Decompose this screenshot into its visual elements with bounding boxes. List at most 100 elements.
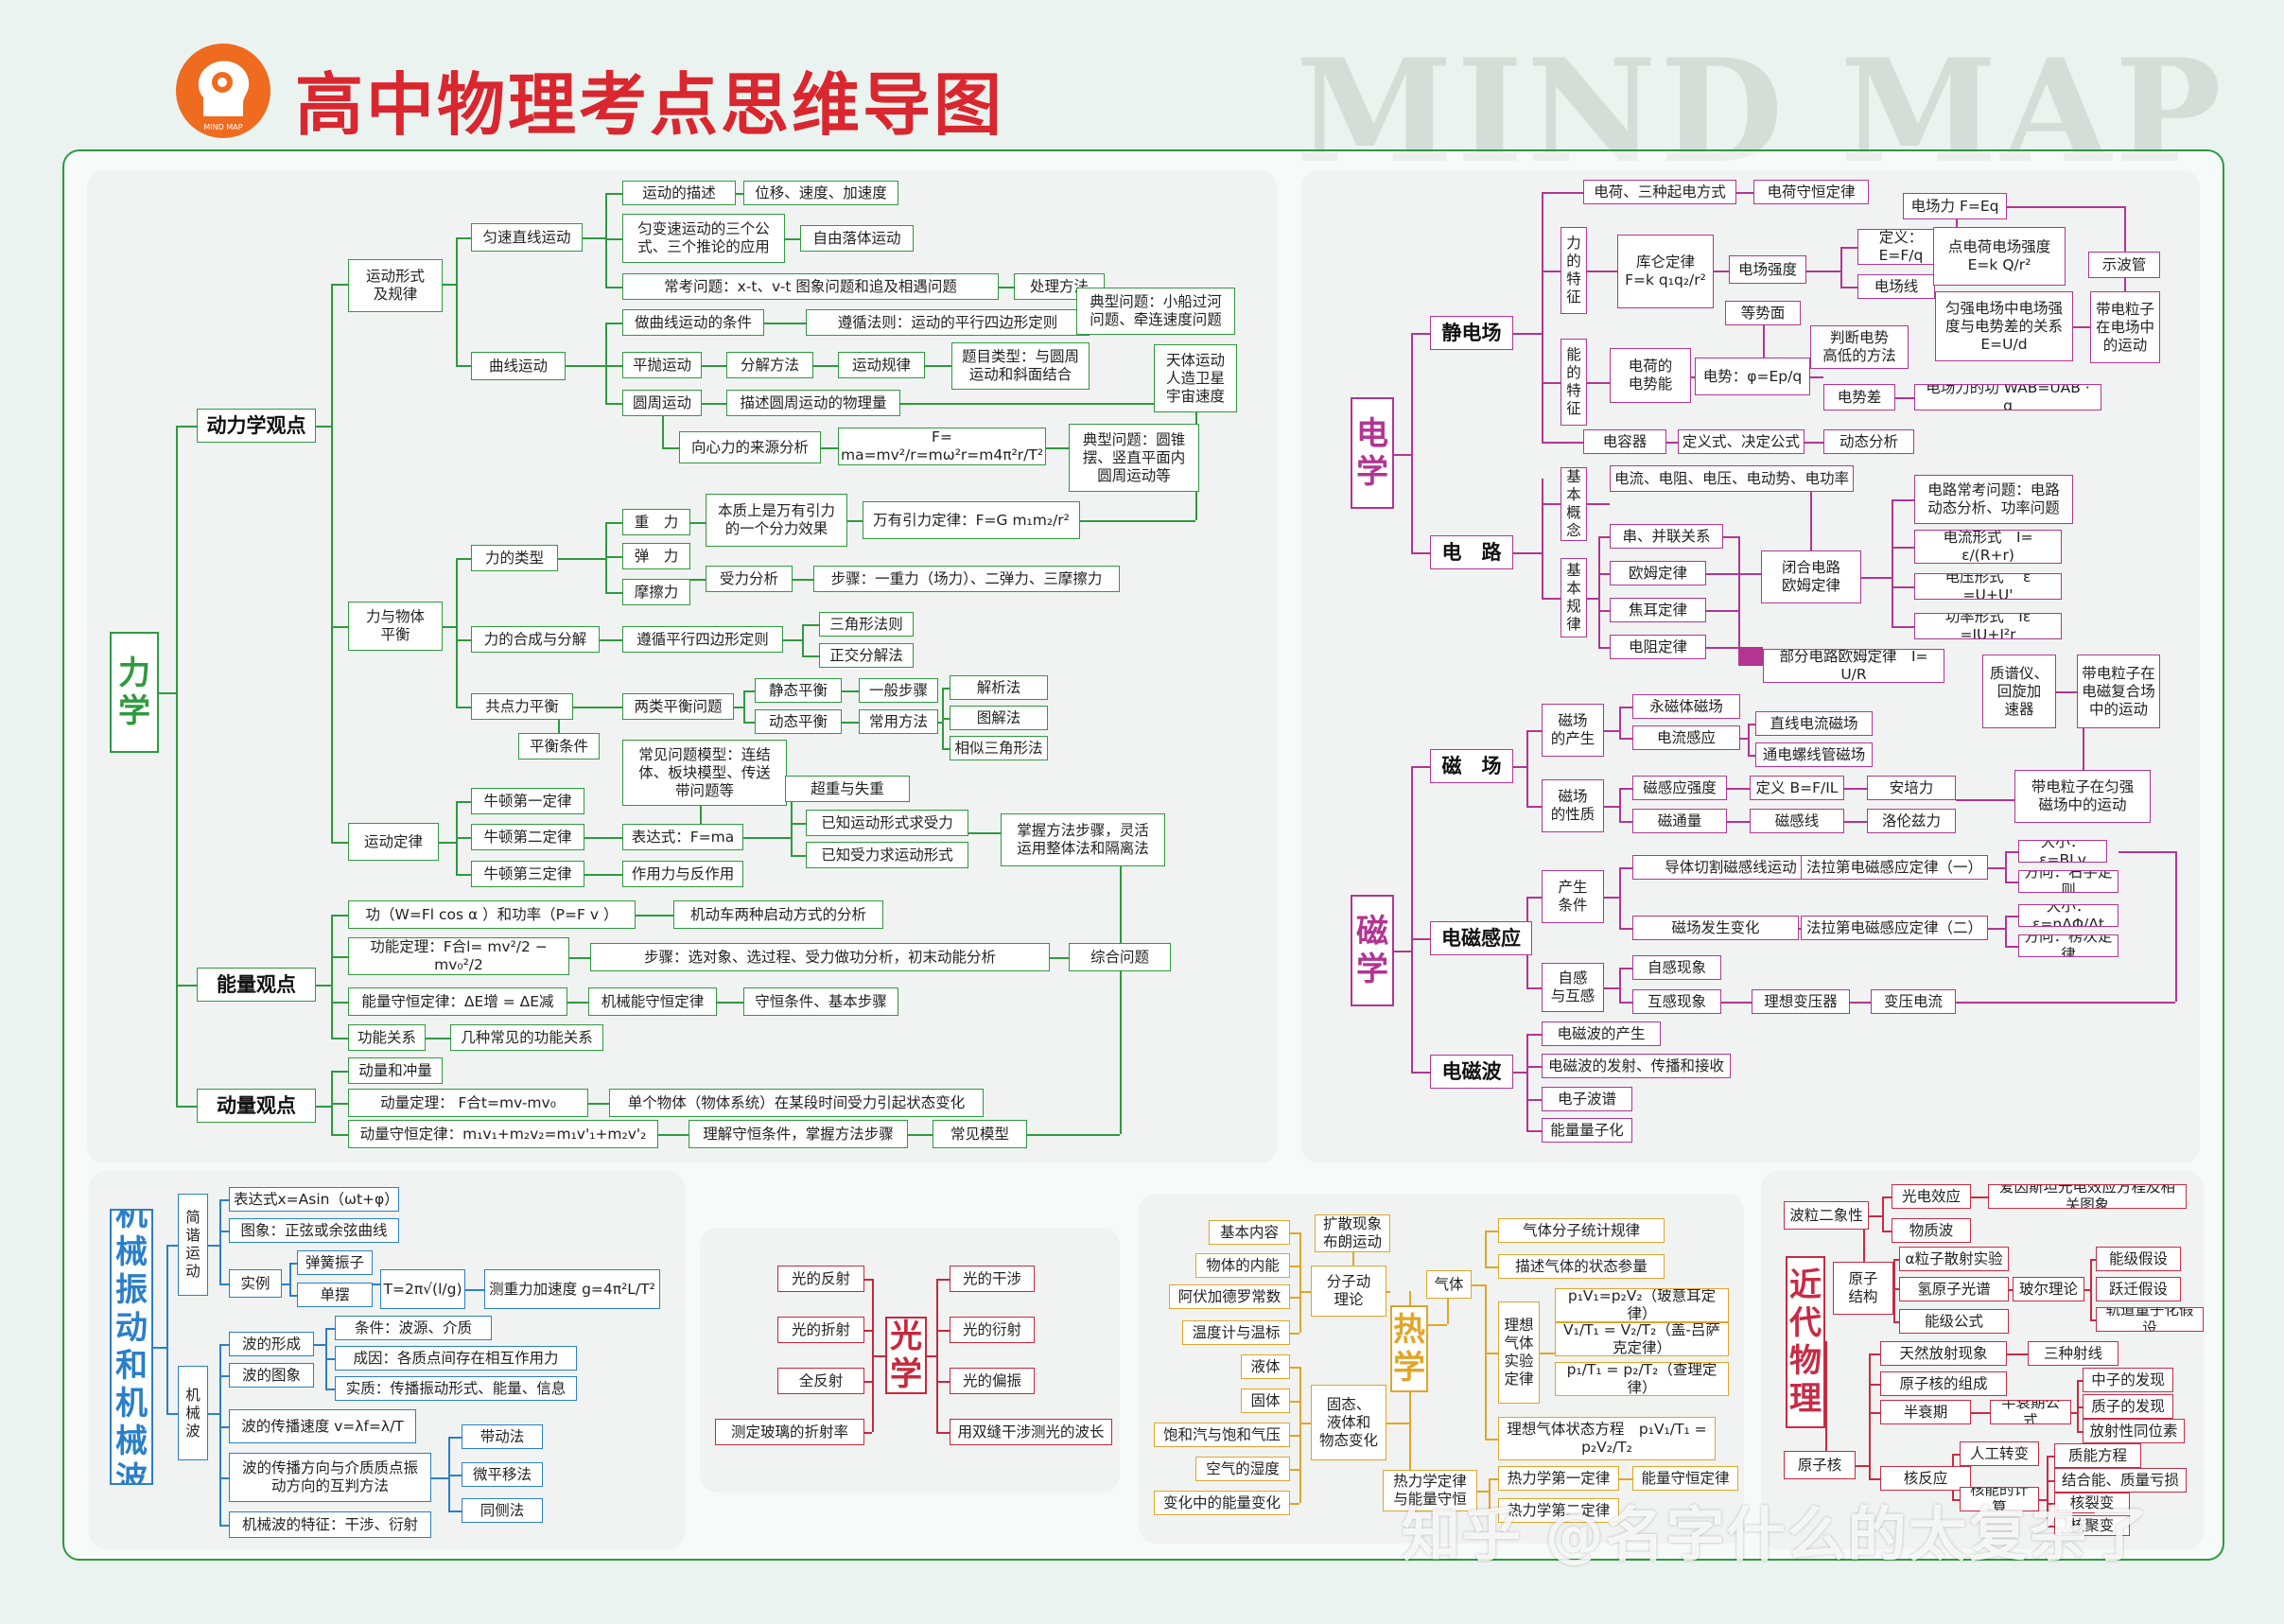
node-m-energy: 能量守恒定律：ΔE增 = ΔE减 (348, 987, 567, 1016)
connector-line (1619, 867, 1621, 928)
node-mg-compound: 带电粒子在 电磁复合场 中的运动 (2077, 655, 2160, 728)
node-w-band: 带动法 (462, 1424, 543, 1449)
connector-line (936, 1432, 950, 1434)
node-e-cap: 电容器 (1583, 429, 1666, 454)
connector-line (1598, 610, 1610, 612)
connector-line (1394, 454, 1411, 456)
node-m-centrif: F= ma=mv²/r=mω²r=m4π²r/T² (838, 428, 1046, 465)
connector-line (2077, 1431, 2083, 1433)
node-e-echar: 能 的 特 征 (1560, 339, 1587, 426)
connector-line (573, 707, 622, 708)
node-mg-cur: 电流感应 (1632, 725, 1740, 750)
node-m-gravity: 重 力 (622, 509, 690, 535)
node-md-three: 三种射线 (2028, 1341, 2118, 1366)
connector-line (569, 957, 590, 959)
connector-line (1799, 928, 1801, 930)
node-mg-spectro: 质谱仪、 回旋加 速器 (1982, 655, 2056, 728)
node-m-newton: 运动定律 (348, 823, 439, 861)
connector-line (1542, 598, 1560, 600)
node-w-cause: 成因：各质点间存在相互作用力 (335, 1346, 577, 1371)
connector-line (936, 1279, 938, 1432)
connector-line (1513, 333, 1542, 335)
connector-line (2090, 1319, 2096, 1321)
connector-line (702, 365, 726, 367)
connector-line (1542, 479, 1543, 598)
connector-line (219, 1283, 229, 1285)
node-w-cond: 条件：波源、介质 (335, 1316, 492, 1340)
node-mg-flux: 磁通量 (1632, 809, 1727, 833)
connector-line (2007, 206, 2124, 208)
connector-line (1447, 1299, 1449, 1324)
connector-line (1748, 755, 1755, 757)
node-w-real: 实质：传播振动形式、能量、信息 (335, 1376, 577, 1401)
connector-line (1850, 1002, 1871, 1004)
connector-line (159, 692, 176, 694)
node-m-decomp: 分解方法 (726, 352, 813, 378)
node-md-proton: 质子的发现 (2083, 1394, 2173, 1419)
connector-line (2077, 1380, 2079, 1431)
node-m-work: 功（W=Fl cos α ）和功率（P=F v ） (348, 900, 636, 929)
connector-line (2077, 1406, 2083, 1408)
node-mg-vcur: 变压电流 (1871, 989, 1956, 1014)
connector-line (373, 1283, 380, 1285)
connector-line (1411, 938, 1430, 940)
node-md-h3: 轨道量子化假设 (2096, 1307, 2204, 1332)
connector-line (219, 1199, 221, 1283)
node-o-meas: 测定玻璃的折射率 (715, 1419, 864, 1445)
node-e-motion: 带电粒子 在电场中 的运动 (2090, 291, 2160, 363)
connector-line (942, 688, 950, 690)
connector-line (219, 1525, 229, 1527)
connector-line (900, 403, 1195, 405)
node-md-neutron: 中子的发现 (2083, 1368, 2173, 1392)
connector-line (1080, 520, 1195, 522)
connector-line (743, 690, 755, 692)
connector-line (456, 801, 471, 803)
connector-line (925, 365, 951, 367)
node-e-resist: 电阻定律 (1610, 635, 1706, 659)
node-m-graphic: 图解法 (950, 706, 1048, 730)
node-e-uniform: 匀强电场中电场强 度与电势差的关系 E=U/d (1935, 291, 2073, 361)
connector-line (331, 284, 348, 286)
node-w-gmeas: 测重力加速度 g=4π²L/T² (484, 1269, 660, 1309)
connector-line (1619, 738, 1632, 740)
connector-line (1956, 799, 2014, 801)
node-w-feat: 机械波的特征：干涉、衍射 (229, 1511, 431, 1538)
connector-line (690, 522, 706, 524)
connector-line (1352, 1252, 1354, 1266)
connector-line (1526, 897, 1542, 899)
connector-line (1619, 928, 1632, 930)
connector-line (456, 237, 458, 365)
connector-line (1409, 1392, 1411, 1470)
connector-line (331, 1002, 348, 1004)
connector-line (1604, 806, 1619, 808)
connector-line (1542, 382, 1560, 384)
node-md-nucleus: 原子核 (1784, 1451, 1856, 1479)
connector-line (842, 722, 859, 724)
connector-line (908, 1134, 933, 1136)
node-m-balcond: 平衡条件 (518, 733, 600, 760)
node-md-h2: 跃迁假设 (2096, 1277, 2181, 1301)
node-md-massf: 质能方程 (2054, 1443, 2141, 1468)
connector-line (1619, 968, 1621, 1002)
node-m-ksteps: 步骤：选对象、选过程、受力做功分析，初末动能分析 (590, 943, 1050, 971)
connector-line (1290, 1266, 1299, 1267)
node-t-stat: 气体分子统计规律 (1498, 1218, 1665, 1243)
node-m-centri: 向心力的来源分析 (679, 431, 821, 463)
connector-line (2005, 882, 2018, 883)
node-e-equi: 等势面 (1725, 301, 1801, 325)
node-mg-mutual: 互感现象 (1632, 989, 1721, 1014)
node-o-refr: 光的折射 (777, 1317, 864, 1343)
connector-line (1856, 1465, 1869, 1467)
connector-line (1290, 1367, 1299, 1369)
connector-line (1956, 206, 1958, 246)
connector-line (1869, 1384, 1880, 1386)
node-m-ene: 能量观点 (197, 968, 316, 1002)
node-e-pform: 功率形式 Iε =IU+I²r (1914, 613, 2062, 639)
node-e-static: 静电场 (1430, 316, 1513, 350)
node-w-shm: 简 谐 运 动 (178, 1194, 208, 1296)
node-m-n1: 牛顿第一定律 (471, 788, 584, 814)
connector-line (2005, 946, 2018, 948)
node-md-einstein: 爱因斯坦光电效应方程及相关图象 (1988, 1184, 2187, 1209)
connector-line (1542, 271, 1560, 272)
node-m-mom: 动量观点 (197, 1089, 316, 1123)
